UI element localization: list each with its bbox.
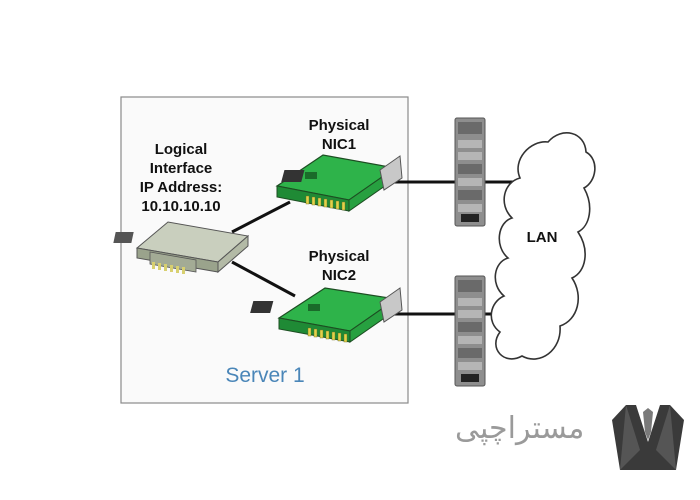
lan-cloud (490, 132, 596, 360)
nic1-card (275, 154, 403, 212)
logical-line-2: Interface (149, 160, 213, 177)
switch-2 (454, 275, 486, 387)
nic1-line-1: Physical (308, 117, 370, 134)
switch-1 (454, 117, 486, 227)
nic2-line-2: NIC2 (321, 267, 357, 284)
nic2-line-1: Physical (308, 248, 370, 265)
nic1-line-2: NIC1 (321, 136, 357, 153)
server-label: Server 1 (225, 364, 305, 387)
logical-line-3: IP Address: (139, 179, 223, 196)
watermark-text: مستراچپی (455, 411, 585, 446)
logical-interface-label: Logical Interface IP Address: 10.10.10.1… (121, 140, 241, 216)
link-logical-nic1 (231, 200, 291, 234)
suit-logo-icon (612, 405, 684, 470)
nic2-label: Physical NIC2 (296, 247, 382, 285)
logical-interface-card (113, 221, 250, 274)
nic1-label: Physical NIC1 (296, 116, 382, 154)
nic2-card (250, 287, 403, 343)
logical-line-4: 10.10.10.10 (141, 198, 221, 215)
lan-label: LAN (526, 229, 558, 246)
link-logical-nic2 (231, 260, 296, 298)
logical-line-1: Logical (154, 141, 208, 158)
